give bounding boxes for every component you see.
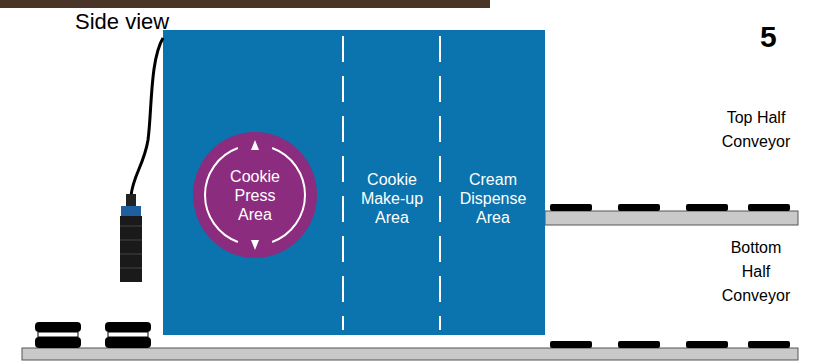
area-name: Cookie Press Area <box>224 167 286 224</box>
bottom-conveyor <box>22 348 798 360</box>
figure-number: 5 <box>760 20 777 55</box>
proximity-sensor <box>120 194 142 282</box>
conveyor-label: Bottom Half Conveyor <box>718 236 794 308</box>
rotation-arrow <box>205 148 238 242</box>
sandwich-cookies <box>35 322 151 348</box>
area-divider <box>342 36 344 330</box>
area-name: Cream Dispense Area <box>446 170 540 227</box>
area-band: Cream Dispense Area <box>442 130 544 266</box>
view-title: Side view <box>75 9 169 34</box>
area-band: Cookie Make-up Area <box>345 130 439 266</box>
cookie-halves <box>550 341 790 348</box>
arrow-head <box>251 140 259 150</box>
area-name: Cookie Make-up Area <box>349 170 435 227</box>
conveyor-label: Top Half Conveyor <box>718 106 794 154</box>
rotation-arrow <box>272 148 305 242</box>
arrow-head <box>251 240 259 250</box>
machine-body <box>163 30 545 335</box>
cookie-halves <box>550 204 790 211</box>
photo-strip <box>0 0 490 8</box>
sensor-cable <box>131 38 163 196</box>
area-divider <box>439 36 441 330</box>
press-circle: Cookie Press Area <box>193 132 317 258</box>
top-conveyor <box>545 211 798 225</box>
press-circle-fill <box>193 132 317 258</box>
